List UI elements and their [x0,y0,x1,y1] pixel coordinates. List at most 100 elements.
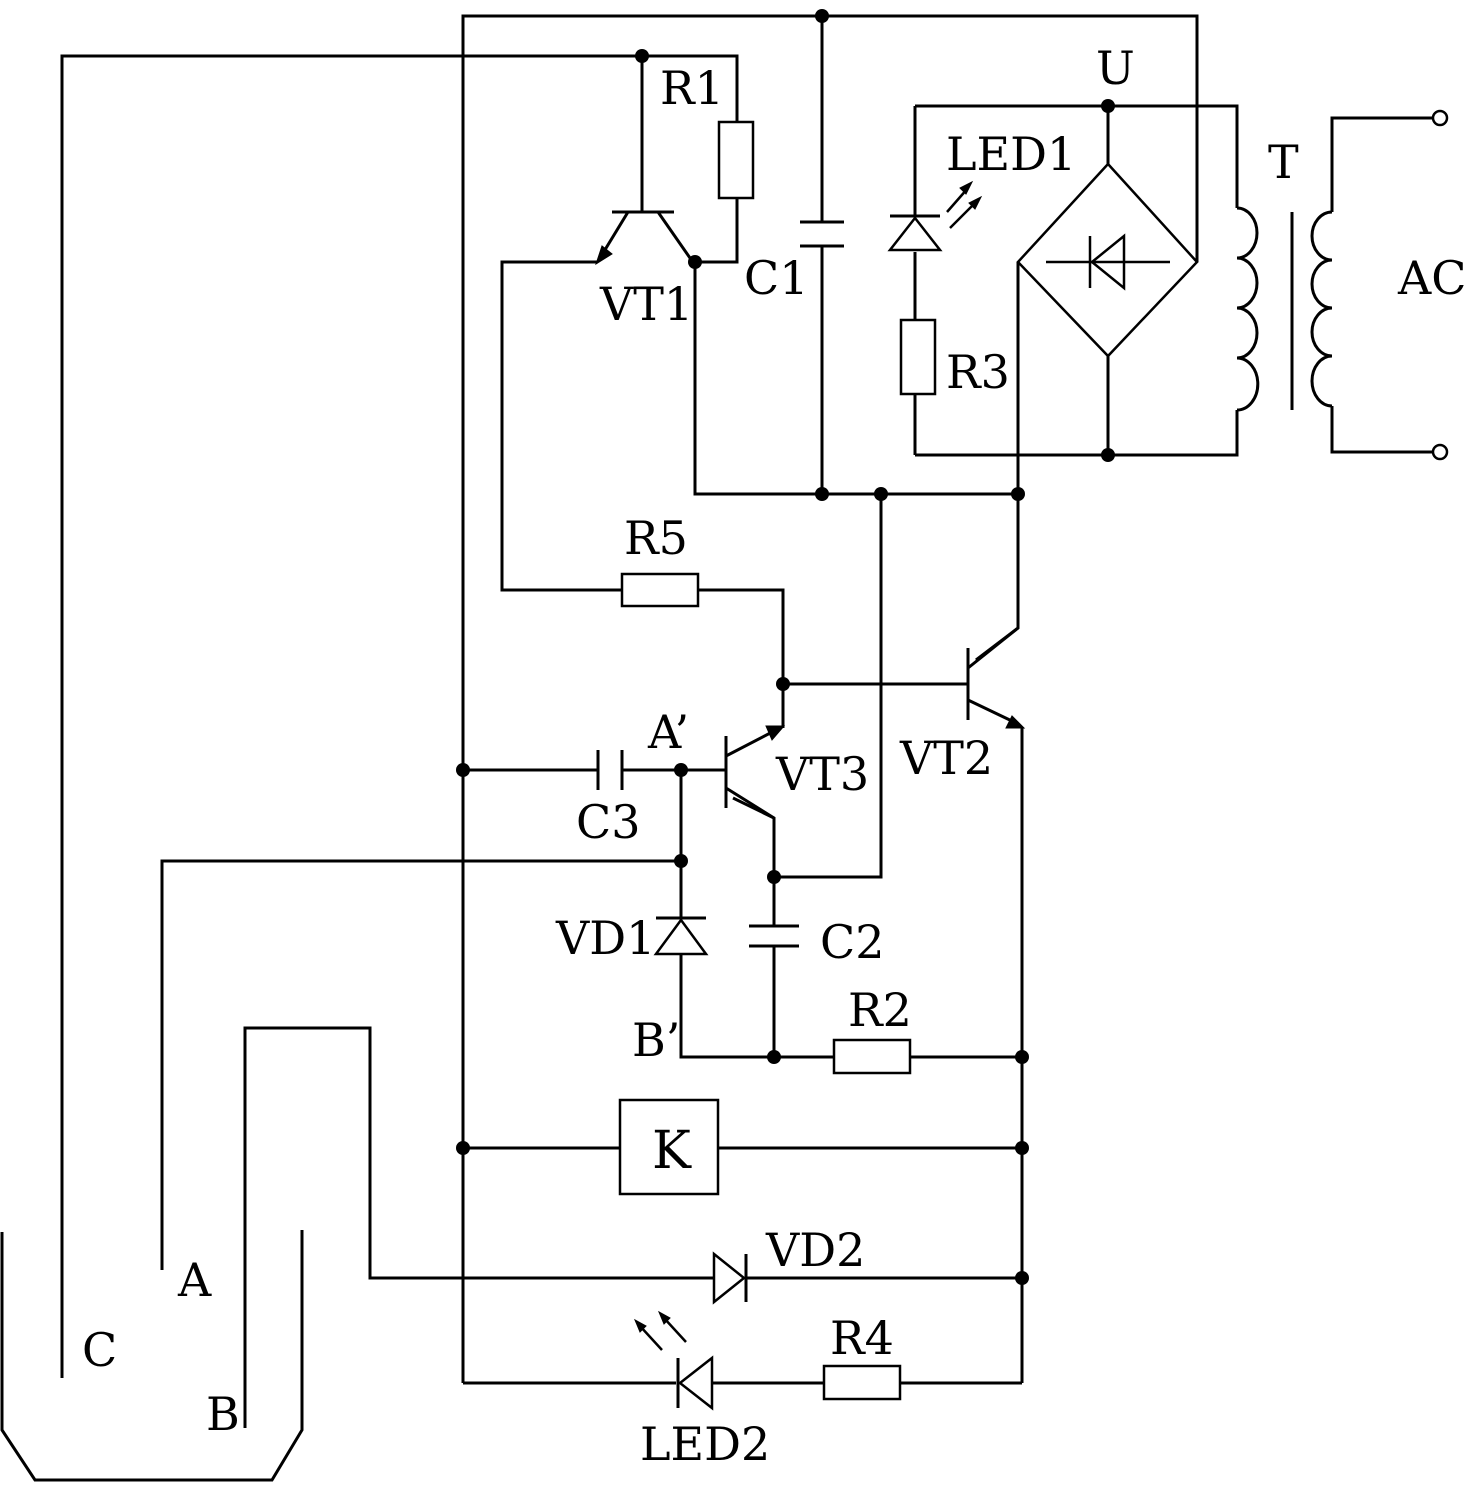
vt3-emitter-arrow [765,725,786,741]
junction-dot [456,763,470,777]
diodes [633,180,983,1411]
junction-dot [1101,99,1115,113]
vt2-emitter-lead [967,698,1015,724]
vd1-triangle [653,917,709,956]
junction-dot [674,854,688,868]
label-vt1: VT1 [599,277,693,331]
capacitor-c1 [800,220,844,248]
led2 [633,1310,714,1411]
water-vessel [0,1230,304,1482]
transistors [595,210,1026,820]
label-probe-c: C [82,1323,117,1377]
led1-ray-2-head [968,195,983,210]
bridge-inner-diode [1090,233,1126,291]
bridge-top-wire [915,104,1239,208]
label-led1: LED1 [946,127,1076,181]
vd1-r2-wire [679,770,1022,1059]
vt3-emitter-lead [725,728,777,758]
led2-ray-1-head [633,1318,647,1333]
label-r3: R3 [946,345,1010,399]
junction-dot [1101,448,1115,462]
junction-dot [1015,1141,1029,1155]
transistor-vt1 [595,210,692,266]
vt1-emitter-arrow [595,245,613,266]
junction-dot [767,870,781,884]
probe-b-vd2-wire [243,1026,1022,1428]
resistor-r2 [832,1038,912,1075]
label-vd2: VD2 [765,1223,865,1277]
label-c1: C1 [744,251,808,305]
junction-dot [674,763,688,777]
label-vt2: VT2 [899,731,993,785]
junction-dot [815,487,829,501]
bridge-bottom-wire [915,410,1239,457]
resistor-r1 [717,120,755,200]
wires [60,14,1432,1428]
transformer-secondary-coil [1310,210,1333,408]
transformer-t [1236,109,1449,461]
vt3-lower-lead [725,786,775,820]
label-probe-a: A [177,1253,212,1307]
vt2-collector-wire [975,262,1020,662]
ac-terminal-top [1431,109,1449,127]
label-led2: LED2 [640,1417,770,1471]
label-r4: R4 [830,1311,894,1365]
capacitors [596,220,844,948]
resistor-r3 [899,318,937,396]
vt2-emitter-arrow [1005,715,1026,729]
led2-ray-2-head [657,1310,671,1325]
bridge-outline [1016,162,1199,358]
led2-ray-1 [639,1325,663,1351]
diode-vd2 [712,1251,748,1305]
vd2-triangle [712,1251,747,1305]
transistor-vt3 [724,684,786,820]
label-c2: C2 [820,915,884,969]
led1-ray-1-head [959,180,974,195]
resistor-r4 [822,1364,902,1401]
label-vd1: VD1 [555,911,655,965]
ac-terminal-bottom [1431,443,1449,461]
label-r1: R1 [660,61,724,115]
ac-top-wire [1330,116,1432,212]
label-b-prime: B’ [632,1013,680,1067]
probe-a-wire [160,859,681,1270]
label-r5: R5 [624,511,688,565]
capacitor-c2 [749,924,799,948]
led1 [887,180,983,252]
junction-dot [456,1141,470,1155]
resistors [620,120,937,1401]
relay-k [618,1098,720,1196]
label-r2: R2 [848,983,912,1037]
junction-dot [767,1050,781,1064]
capacitor-c3 [596,750,624,790]
r1-to-vt1-wire [695,198,739,264]
diode-vd1 [653,916,709,956]
probe-c-wire [60,54,739,1378]
label-u: U [1096,41,1135,95]
junction-dot [1015,1271,1029,1285]
junction-dot [776,677,790,691]
junction-dot [815,9,829,23]
bridge-rectifier-u [1016,162,1199,358]
label-t: T [1268,135,1299,189]
led2-triangle [677,1355,714,1411]
label-probe-b: B [206,1387,240,1441]
label-ac: AC [1397,251,1466,305]
led1-triangle [887,215,943,252]
led2-ray-2 [663,1317,687,1343]
c2-feed-wire [774,494,883,879]
label-vt3: VT3 [775,747,869,801]
vt1-emitter-bus-wire [693,262,1018,496]
vt1-right-lead [656,211,692,259]
resistor-r5 [620,572,700,608]
r5-wire [500,260,785,684]
component-labels: R1 LED1 U T AC C1 VT1 R3 R5 A’ VT3 VT2 C… [82,41,1466,1471]
top-rail-wire [461,14,1199,1383]
junction-dots [456,9,1115,1285]
junction-dot [874,487,888,501]
ac-bottom-wire [1330,406,1432,454]
transistor-vt2 [966,626,1026,729]
label-a-prime: A’ [647,705,689,759]
